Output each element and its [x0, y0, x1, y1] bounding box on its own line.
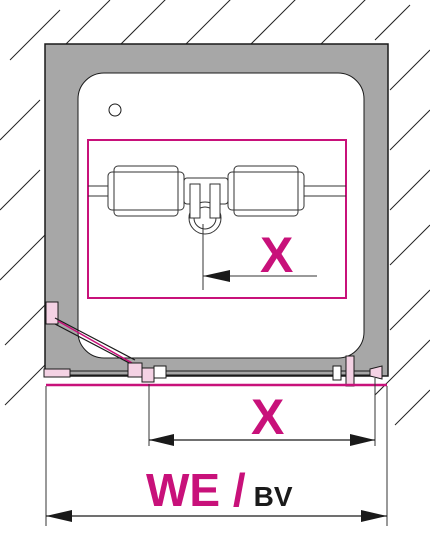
wall-profile-icon	[369, 365, 383, 380]
drain-icon	[108, 103, 122, 117]
inner-dimension-label: X	[260, 227, 293, 283]
inner-dimension-arrow	[203, 270, 230, 282]
total-dimension-arrow-left	[46, 510, 72, 522]
bottom-dimension-arrow-right	[350, 434, 375, 446]
right-door-stop	[332, 355, 383, 387]
detail-hinge-left	[107, 165, 185, 217]
total-width-main: WE /	[146, 464, 246, 516]
bottom-dimension-ticks	[148, 378, 376, 446]
total-width-sub: BV	[254, 481, 293, 512]
bottom-dimension-arrow-left	[149, 434, 174, 446]
swing-door-highlight	[57, 320, 133, 364]
swing-door-panel	[54, 317, 136, 367]
detail-hinge-right	[227, 165, 305, 217]
fixed-glass-panel	[70, 370, 375, 376]
total-dimension-arrow-right	[361, 510, 387, 522]
bottom-hinge	[127, 362, 167, 383]
bottom-dimension-label: X	[251, 389, 284, 445]
fitting-detail-box	[87, 139, 347, 299]
total-width-label: WE / BV	[146, 464, 293, 516]
detail-pivot	[183, 177, 229, 235]
total-dimension-ticks	[45, 386, 388, 526]
wall-hatching	[0, 0, 430, 426]
wall-profile-icon	[45, 301, 59, 325]
